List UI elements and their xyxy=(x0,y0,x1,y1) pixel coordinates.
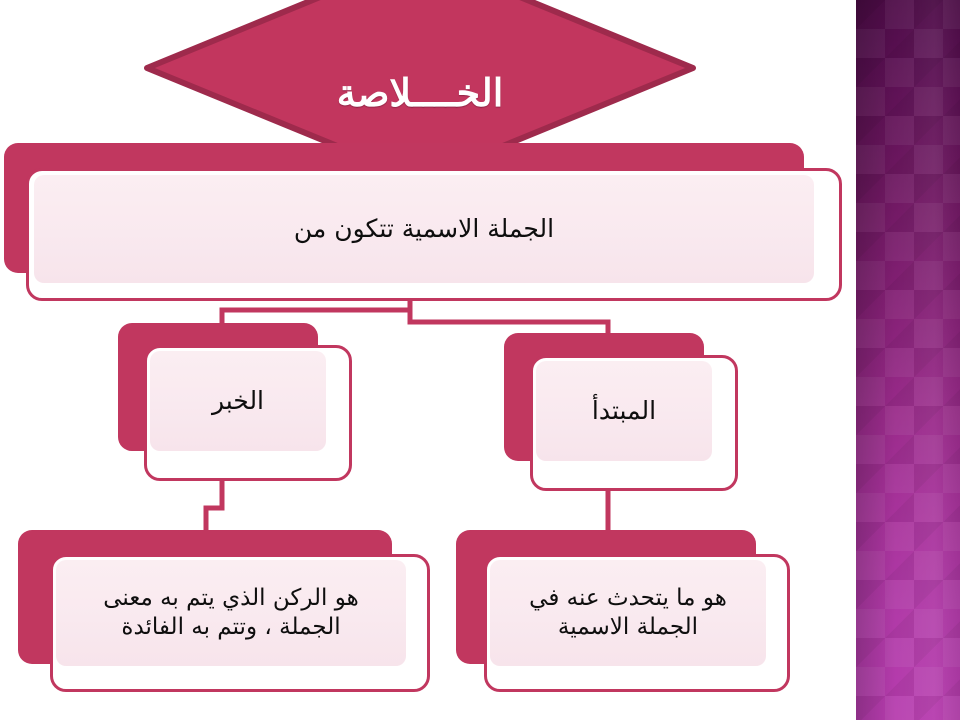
node-panel: الجملة الاسمية تتكون من xyxy=(34,175,814,283)
node-nominal-sentence-root[interactable]: الجملة الاسمية تتكون من xyxy=(4,143,842,301)
decorative-side-panel xyxy=(856,0,960,720)
node-label-khabar-definition: هو الركن الذي يتم به معنى الجملة ، وتتم … xyxy=(103,584,359,640)
node-label-mubtada-definition: هو ما يتحدث عنه في الجملة الاسمية xyxy=(529,584,727,640)
node-khabar-definition[interactable]: هو الركن الذي يتم به معنى الجملة ، وتتم … xyxy=(18,530,430,692)
node-mubtada[interactable]: المبتدأ xyxy=(504,333,738,491)
title-diamond: الخــــلاصة xyxy=(143,0,697,184)
node-panel: هو ما يتحدث عنه في الجملة الاسمية xyxy=(490,560,766,666)
node-panel: هو الركن الذي يتم به معنى الجملة ، وتتم … xyxy=(56,560,406,666)
node-label-khabar: الخبر xyxy=(211,386,265,415)
node-panel: المبتدأ xyxy=(536,361,712,461)
node-panel: الخبر xyxy=(150,351,326,451)
panel-shading-overlay xyxy=(856,0,960,720)
page-title: الخــــلاصة xyxy=(336,69,504,115)
node-mubtada-definition[interactable]: هو ما يتحدث عنه في الجملة الاسمية xyxy=(456,530,790,692)
argyle-pattern-overlay xyxy=(856,0,960,720)
node-label-mubtada: المبتدأ xyxy=(591,396,657,425)
node-khabar[interactable]: الخبر xyxy=(118,323,352,481)
node-label-root: الجملة الاسمية تتكون من xyxy=(293,214,555,243)
